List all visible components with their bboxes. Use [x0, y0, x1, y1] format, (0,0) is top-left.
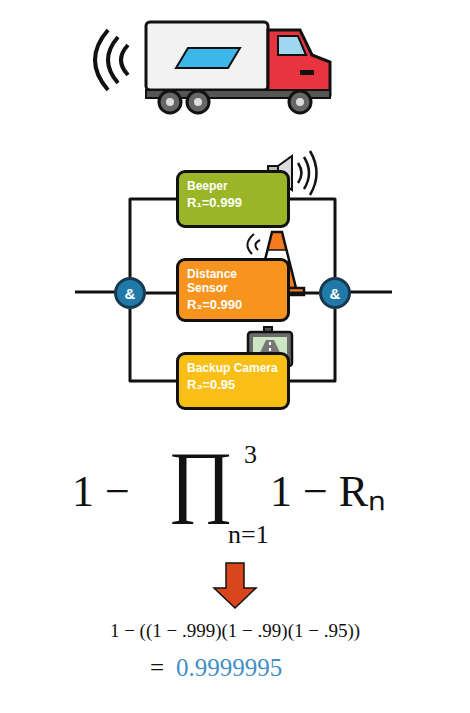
result-value: 0.9999995 [176, 655, 282, 680]
input-wire [75, 291, 115, 294]
formula-term: 1 − Rₙ [270, 470, 386, 514]
reliability-value: R₁=0.999 [187, 196, 279, 210]
upper-limit: 3 [244, 442, 257, 468]
equation: 1 − ((1 − .999)(1 − .99)(1 − .95)) [110, 621, 360, 640]
lower-limit: n=1 [228, 522, 269, 548]
product-symbol: ∏ [168, 440, 234, 520]
junction-symbol: & [330, 285, 341, 302]
parallel-branch-wire [146, 292, 176, 295]
beeper-box: BeeperR₁=0.999 [176, 170, 290, 228]
component-name: Backup Camera [187, 361, 279, 375]
parallel-branch-wire [130, 199, 176, 277]
reliability-value: R₃=0.95 [187, 378, 279, 392]
and-junction: & [319, 277, 351, 309]
parallel-branch-wire [290, 199, 335, 277]
parallel-branch-wire [130, 309, 176, 381]
component-name: Distance Sensor [187, 267, 279, 295]
and-junction: & [114, 277, 146, 309]
output-wire [350, 291, 392, 294]
junction-symbol: & [125, 285, 136, 302]
formula-term: 1 − [72, 470, 130, 514]
component-name: Beeper [187, 179, 279, 193]
parallel-branch-wire [290, 309, 335, 381]
parallel-branch-wire [290, 292, 319, 295]
distance-sensor-box: Distance SensorR₂=0.990 [176, 258, 290, 322]
reliability-value: R₂=0.990 [187, 298, 279, 312]
backup-camera-box: Backup CameraR₃=0.95 [176, 352, 290, 410]
truck-icon [95, 22, 330, 113]
result-arrow [214, 563, 256, 608]
equals-sign: = [150, 655, 164, 680]
